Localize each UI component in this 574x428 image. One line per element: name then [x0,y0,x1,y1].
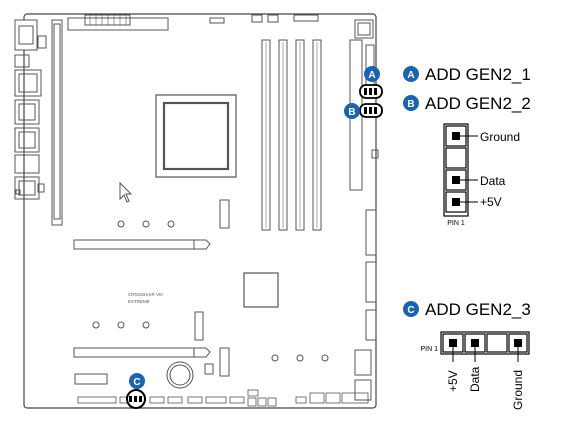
pin-h-label-data: Data [468,366,482,392]
cmos-battery [166,361,194,389]
pin-2-cell [445,147,467,169]
board-model-line2: EXTREME [128,299,150,304]
pinout-horizontal: PIN 1 +5V Data Ground [420,331,530,410]
label-add-gen2-3: C ADD GEN2_3 [403,300,531,319]
pin1-label-horizontal: PIN 1 [420,346,438,353]
dimm-slots [261,39,322,231]
label-add-gen2-1: A ADD GEN2_1 [403,65,531,84]
header-b-on-board [359,103,383,118]
label-add-gen2-2: B ADD GEN2_2 [403,94,531,113]
label-add-gen2-2-text: ADD GEN2_2 [425,94,531,113]
atx-12v-connector [84,14,131,26]
header-c-on-board [126,389,146,409]
io-ports [14,19,47,200]
cursor-icon [119,181,133,203]
badge-a-on-board: A [364,66,380,82]
pin-label-ground: Ground [480,130,520,144]
vrm-heatsink-top [67,17,169,31]
board-outline [23,13,377,409]
badge-b-on-board: B [344,103,360,119]
board-model-line1: CROSSHAIR VIII [128,292,163,297]
pin-h-label-5v: +5V [446,370,460,392]
m2-slot-3 [219,347,230,377]
pin-label-data: Data [480,174,506,188]
pinout-vertical: Ground Data +5V PIN 1 [443,123,520,227]
motherboard: CROSSHAIR VIII EXTREME [14,13,379,409]
badge-a [403,66,419,82]
badge-c [403,301,419,317]
pin-h-3-cell [486,333,508,353]
m2-slot-1 [219,199,230,229]
pin-label-5v: +5V [480,195,502,209]
label-add-gen2-1-text: ADD GEN2_1 [425,65,531,84]
svg-text:A: A [407,70,414,81]
chipset [243,272,279,308]
cpu-socket [155,94,237,178]
badge-c-on-board: C [129,373,145,389]
m2-slot-2 [194,311,204,341]
pin-1-cell [445,125,467,147]
vrm-heatsink-left [51,19,63,226]
svg-text:C: C [407,305,414,316]
bottom-headers [77,389,369,407]
badge-b [403,95,419,111]
pcie-slots [73,239,211,358]
pin1-label-vertical: PIN 1 [447,220,465,227]
svg-text:C: C [133,377,140,388]
pin-h-label-ground: Ground [511,370,525,410]
header-a-on-board [359,84,383,99]
svg-text:A: A [368,70,375,81]
svg-text:B: B [407,99,414,110]
svg-text:B: B [348,107,355,118]
label-add-gen2-3-text: ADD GEN2_3 [425,300,531,319]
